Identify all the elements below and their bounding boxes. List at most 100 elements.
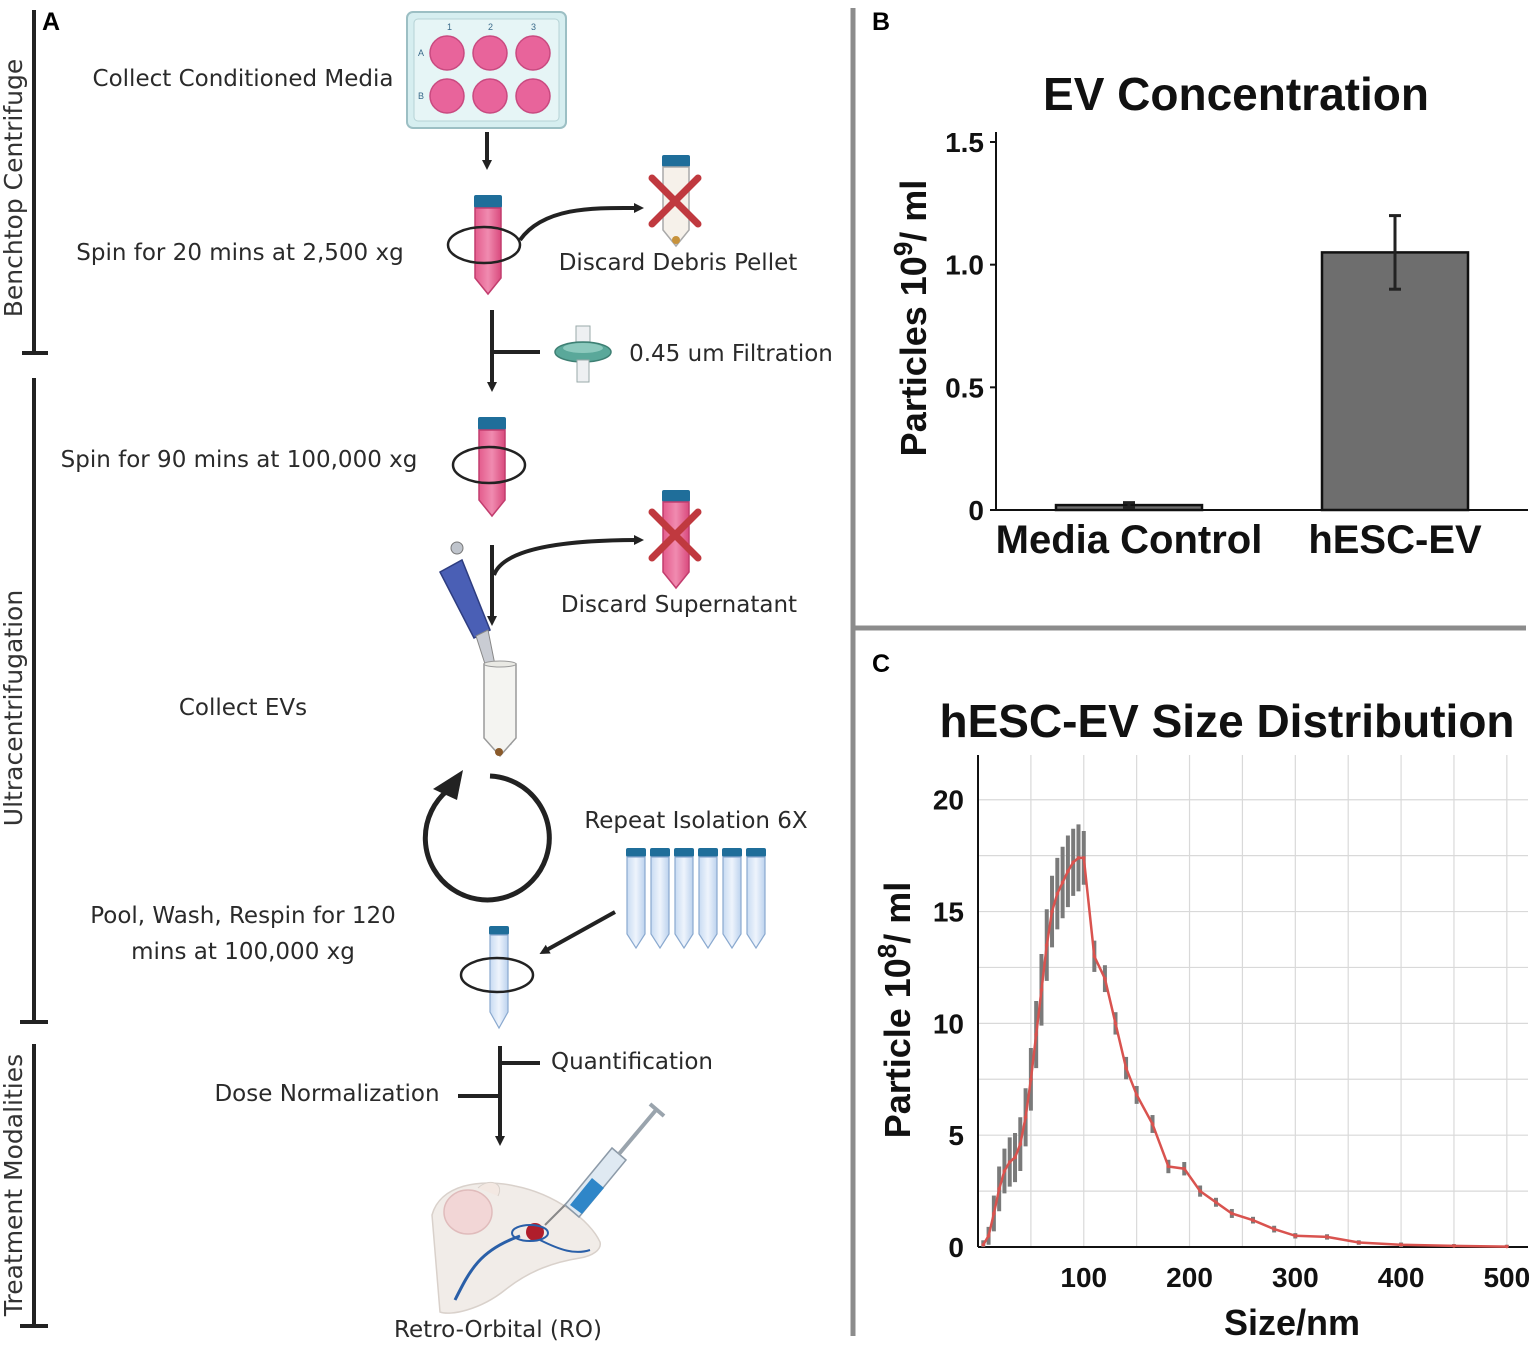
phase-label-ultracentrifugation: Ultracentrifugation: [0, 590, 28, 826]
x-tick-label: 200: [1166, 1262, 1213, 1293]
data-point: [1182, 1166, 1187, 1171]
data-point: [992, 1211, 996, 1216]
arrow-curved: [492, 535, 644, 576]
tube-discarded-pellet: [648, 155, 702, 248]
data-point: [1214, 1200, 1218, 1205]
rotation-icon: [459, 956, 535, 994]
plate-col-2: 2: [488, 22, 493, 32]
well-plate: 1 2 3 A B: [406, 11, 567, 129]
step-discard-pellet: Discard Debris Pellet: [559, 250, 798, 276]
step-pool-line2: mins at 100,000 xg: [131, 939, 355, 965]
data-point: [1018, 1142, 1023, 1146]
plate-col-1: 1: [447, 22, 452, 32]
syringe-icon: [544, 1102, 666, 1226]
tube-discarded-supernatant: [648, 490, 702, 590]
step-quantification: Quantification: [551, 1049, 713, 1075]
data-point: [1166, 1164, 1171, 1169]
rotation-icon: [451, 445, 527, 485]
chart-c-title: hESC-EV Size Distribution: [939, 695, 1514, 747]
data-point: [1251, 1218, 1255, 1222]
data-point: [1076, 856, 1081, 860]
step-collect-media: Collect Conditioned Media: [93, 66, 394, 92]
data-point: [1023, 1115, 1028, 1120]
y-tick-label: 10: [933, 1008, 964, 1039]
blue-tube: [722, 848, 742, 950]
data-point: [1103, 976, 1107, 981]
blue-tube: [674, 848, 694, 950]
data-point: [986, 1234, 991, 1238]
step-dose-normalization: Dose Normalization: [214, 1081, 439, 1107]
data-point: [1150, 1122, 1155, 1126]
blue-tube: [746, 848, 766, 950]
data-point: [1452, 1244, 1456, 1248]
data-point: [1505, 1244, 1509, 1249]
plate-well: [515, 78, 551, 114]
step-repeat: Repeat Isolation 6X: [584, 808, 808, 834]
step-retro-orbital: Retro-Orbital (RO): [394, 1317, 602, 1343]
blue-tube: [626, 848, 646, 950]
phase-bracket-ultracentrifugation: Ultracentrifugation: [0, 378, 48, 1024]
plate-row-a: A: [418, 48, 424, 58]
data-point: [1113, 1021, 1118, 1026]
size-distribution-chart: hESC-EV Size Distribution Particle 108/ …: [872, 695, 1530, 1343]
tube-collect-evs: [483, 660, 517, 758]
plate-well: [472, 35, 508, 71]
data-point: [1002, 1169, 1007, 1173]
data-point: [1050, 909, 1054, 914]
data-point: [1399, 1242, 1403, 1247]
phase-label-benchtop: Benchtop Centrifuge: [0, 59, 28, 317]
data-point: [1013, 1155, 1017, 1160]
mouse-injection-illustration: [431, 1102, 666, 1314]
data-point: [981, 1242, 986, 1247]
tube-pool-spin: [459, 926, 535, 1030]
plate-well: [429, 35, 465, 71]
ev-concentration-chart: EV Concentration Particles 109/ ml 00.51…: [888, 68, 1528, 562]
step-spin-1: Spin for 20 mins at 2,500 xg: [76, 240, 403, 266]
y-tick-label: 5: [948, 1120, 964, 1151]
step-discard-supernatant: Discard Supernatant: [561, 592, 797, 618]
x-tick-label: 400: [1378, 1262, 1425, 1293]
plate-col-3: 3: [531, 22, 536, 32]
syringe-filter-icon: [554, 325, 612, 383]
tube-rack-6x: [626, 848, 766, 950]
category-label: Media Control: [996, 518, 1263, 562]
phase-bracket-treatment: Treatment Modalities: [0, 1044, 48, 1328]
repeat-cycle-icon: [422, 770, 552, 903]
data-point: [1293, 1234, 1298, 1238]
data-point: [1124, 1066, 1128, 1070]
x-tick-label: 300: [1272, 1262, 1319, 1293]
chart-b-title: EV Concentration: [1043, 68, 1429, 120]
step-collect-evs: Collect EVs: [179, 695, 307, 721]
data-point: [1060, 880, 1065, 885]
blue-tube: [650, 848, 670, 950]
tube-spin-1: [446, 195, 522, 296]
data-point: [1071, 860, 1075, 865]
y-tick-label: 1.0: [945, 250, 984, 281]
data-point: [1272, 1227, 1276, 1231]
step-filtration: 0.45 um Filtration: [629, 341, 833, 367]
y-tick-label: 20: [933, 785, 964, 816]
plate-row-b: B: [418, 91, 424, 101]
phase-bracket-benchtop: Benchtop Centrifuge: [0, 10, 48, 355]
tube-spin-2: [451, 417, 527, 518]
x-tick-label: 100: [1060, 1262, 1107, 1293]
data-point: [1034, 1032, 1038, 1037]
data-point: [1325, 1235, 1329, 1239]
step-pool-line1: Pool, Wash, Respin for 120: [90, 903, 396, 929]
data-point: [1356, 1240, 1361, 1245]
rotation-icon: [446, 225, 522, 265]
y-tick-label: 0.5: [945, 372, 984, 403]
data-point: [1007, 1160, 1012, 1164]
category-label: hESC-EV: [1308, 518, 1482, 562]
y-tick-label: 15: [933, 897, 964, 928]
plate-well: [429, 78, 465, 114]
panel-label-b: B: [872, 8, 890, 36]
y-tick-label: 0: [968, 495, 984, 526]
data-point: [997, 1187, 1001, 1191]
step-spin-2: Spin for 90 mins at 100,000 xg: [61, 447, 418, 473]
blue-tube: [698, 848, 718, 950]
data-point: [1055, 891, 1060, 896]
